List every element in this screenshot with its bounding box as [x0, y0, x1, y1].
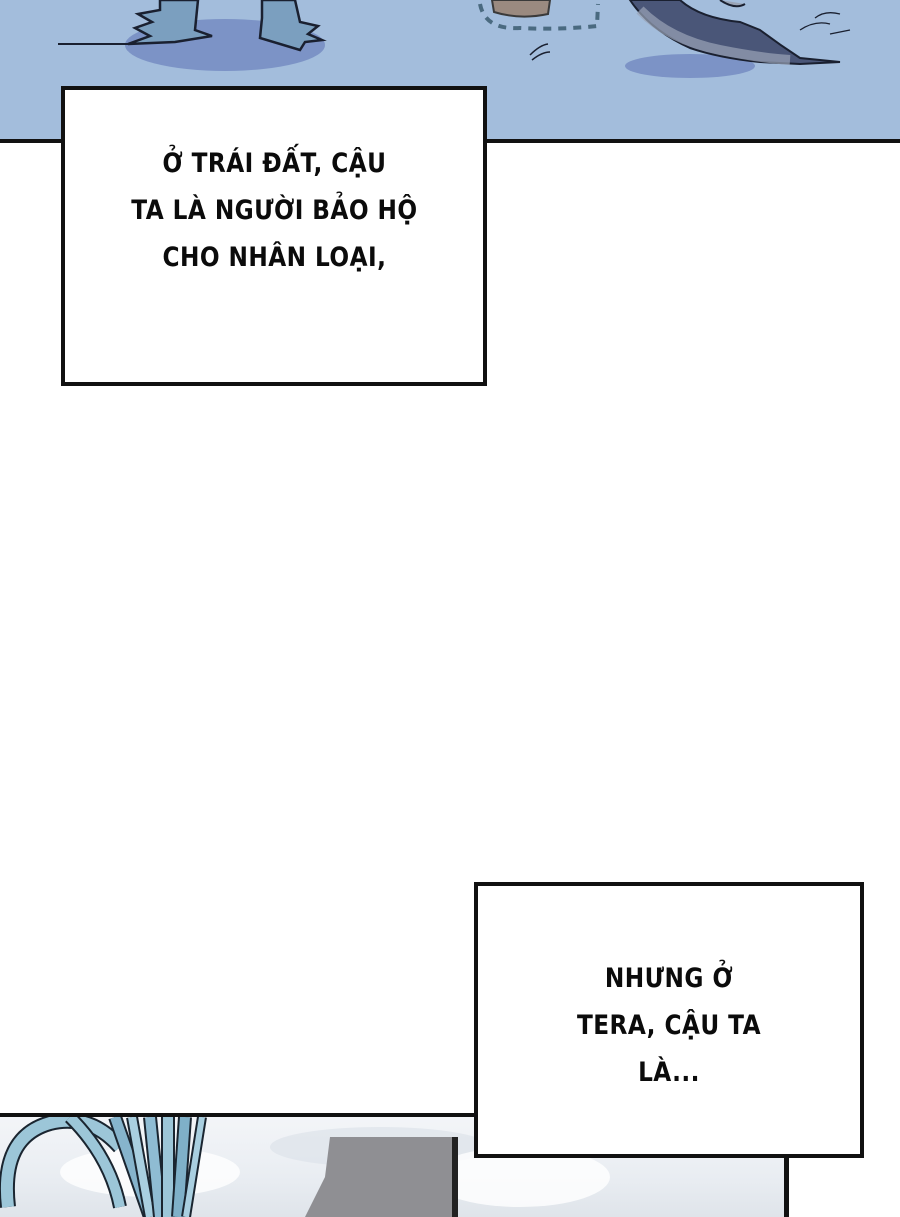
caption-1-line: TA LÀ NGƯỜI BẢO HỘ	[130, 194, 418, 226]
narration-caption-2: NHƯNG Ở TERA, CẬU TA LÀ...	[474, 882, 864, 1158]
narration-caption-1: Ở TRÁI ĐẤT, CẬU TA LÀ NGƯỜI BẢO HỘ CHO N…	[61, 86, 487, 386]
caption-1-text: Ở TRÁI ĐẤT, CẬU TA LÀ NGƯỜI BẢO HỘ CHO N…	[131, 140, 417, 281]
creature-feet-illustration	[58, 0, 851, 78]
caption-1-line: Ở TRÁI ĐẤT, CẬU	[162, 147, 386, 179]
caption-2-text: NHƯNG Ở TERA, CẬU TA LÀ...	[577, 955, 761, 1096]
caption-2-line: TERA, CẬU TA	[576, 1009, 762, 1041]
caption-2-line: NHƯNG Ở	[604, 962, 734, 994]
caption-1-line: CHO NHÂN LOẠI,	[162, 241, 386, 273]
caption-2-line: LÀ...	[638, 1056, 700, 1088]
